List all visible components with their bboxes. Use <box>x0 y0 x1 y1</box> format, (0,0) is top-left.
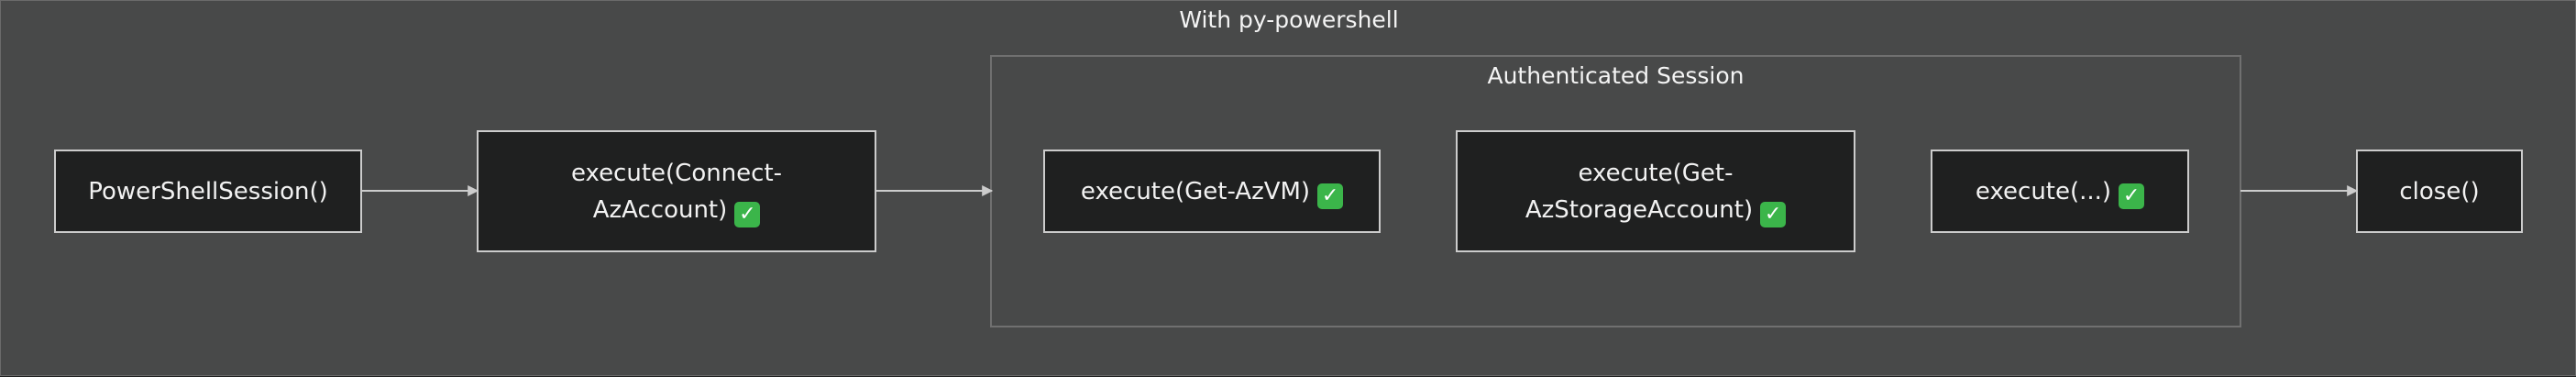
node-label: execute(Get-AzVM)✓ <box>1066 173 1358 210</box>
node-label: execute(...) ✓ <box>1961 173 2159 210</box>
node-powershell-session: PowerShellSession() <box>54 150 362 233</box>
node-get-azvm: execute(Get-AzVM)✓ <box>1043 150 1381 233</box>
node-label-line2: AzAccount) <box>592 195 728 224</box>
node-label: execute(Connect- AzAccount)✓ <box>556 155 797 228</box>
check-mark-icon: ✓ <box>1317 183 1344 209</box>
cluster-title: Authenticated Session <box>1487 62 1745 89</box>
diagram-title: With py-powershell <box>1179 6 1399 33</box>
node-label-line1: execute(Connect- <box>570 159 783 187</box>
node-get-azstorageaccount: execute(Get- AzStorageAccount)✓ <box>1456 130 1855 252</box>
check-mark-icon: ✓ <box>2119 183 2145 209</box>
check-mark-icon: ✓ <box>1760 201 1787 227</box>
node-close: close() <box>2356 150 2523 233</box>
node-connect-azaccount: execute(Connect- AzAccount)✓ <box>477 130 876 252</box>
node-label-line2: AzStorageAccount) <box>1525 195 1754 224</box>
node-label-text: execute(Get-AzVM) <box>1080 177 1311 205</box>
node-label: execute(Get- AzStorageAccount)✓ <box>1511 155 1800 228</box>
node-label-text: execute(...) <box>1975 177 2112 205</box>
check-mark-icon: ✓ <box>734 201 761 227</box>
node-label: close() <box>2399 177 2480 205</box>
node-execute-more: execute(...) ✓ <box>1931 150 2189 233</box>
node-label: PowerShellSession() <box>88 177 328 205</box>
node-label-line1: execute(Get- <box>1578 159 1734 187</box>
